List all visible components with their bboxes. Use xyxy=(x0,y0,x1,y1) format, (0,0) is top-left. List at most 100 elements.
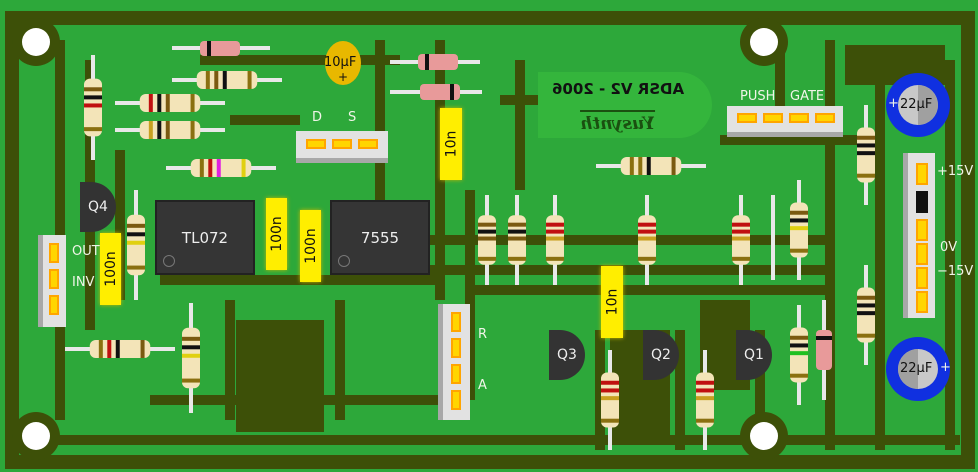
connector-push-gate xyxy=(727,106,843,137)
diode xyxy=(390,84,482,100)
resistor xyxy=(508,195,526,285)
resistor-band xyxy=(857,135,875,140)
resistor-band xyxy=(241,159,246,177)
mount-hole xyxy=(22,28,50,56)
resistor-band xyxy=(214,71,219,89)
resistor-band xyxy=(115,340,120,358)
resistor xyxy=(732,195,750,285)
mounting-holes xyxy=(12,18,788,460)
label-r: R xyxy=(478,327,488,342)
resistor-band xyxy=(165,121,170,139)
cap-10n: 10n xyxy=(440,108,462,180)
resistor-band xyxy=(646,157,651,175)
resistor-band xyxy=(508,236,526,241)
resistor xyxy=(857,105,875,205)
resistor-band xyxy=(546,229,564,234)
resistor xyxy=(115,121,225,139)
resistor-band xyxy=(601,380,619,385)
resistor-band xyxy=(696,418,714,423)
resistor-band xyxy=(222,71,227,89)
resistor-band xyxy=(638,222,656,227)
resistor-band xyxy=(732,229,750,234)
resistor-band xyxy=(732,256,750,261)
diode xyxy=(172,41,270,56)
resistor-band xyxy=(857,303,875,308)
resistor-band xyxy=(98,340,103,358)
connector-ra xyxy=(438,304,470,420)
resistor xyxy=(596,157,706,175)
resistor-band xyxy=(790,226,808,231)
resistor xyxy=(182,303,200,413)
connector-power xyxy=(903,153,935,318)
resistor-band xyxy=(638,229,656,234)
label-0v: 0V xyxy=(940,240,958,255)
resistor-band xyxy=(208,159,213,177)
resistor-band xyxy=(790,343,808,348)
resistor xyxy=(127,190,145,300)
resistor xyxy=(478,195,496,285)
resistor xyxy=(166,159,276,177)
mount-hole xyxy=(22,422,50,450)
resistor-band xyxy=(857,173,875,178)
resistor-band xyxy=(857,143,875,148)
resistor-band xyxy=(508,256,526,261)
resistor-band xyxy=(478,236,496,241)
resistor-band xyxy=(638,256,656,261)
resistor xyxy=(696,350,714,450)
resistor-band xyxy=(601,418,619,423)
connector-ds xyxy=(296,131,388,163)
tantalum-cap-label: 10µF xyxy=(324,55,357,70)
resistor-band xyxy=(857,311,875,316)
resistor-band xyxy=(127,240,145,245)
resistor-band xyxy=(478,222,496,227)
resistor xyxy=(790,305,808,405)
resistor-band xyxy=(165,94,170,112)
resistor-band xyxy=(182,378,200,383)
ic-label: TL072 xyxy=(181,228,229,247)
resistor-band xyxy=(199,159,204,177)
resistor-band xyxy=(508,222,526,227)
resistor xyxy=(65,340,175,358)
resistor xyxy=(638,195,656,285)
resistor-band xyxy=(247,71,252,89)
resistor-band xyxy=(638,236,656,241)
resistor-band xyxy=(182,353,200,358)
label-push: PUSH xyxy=(740,89,776,104)
resistor-band xyxy=(216,159,221,177)
elcap-label: 22µF xyxy=(900,97,933,112)
resistor-band xyxy=(696,380,714,385)
resistor-band xyxy=(546,222,564,227)
resistor-band xyxy=(790,373,808,378)
resistor xyxy=(790,180,808,280)
resistor xyxy=(857,265,875,365)
elcap-label: 22µF xyxy=(900,361,933,376)
title-plate xyxy=(538,72,712,138)
label-gate: GATE xyxy=(790,89,825,104)
elcap-22uf-bottom xyxy=(886,337,950,401)
label-d: D xyxy=(312,110,323,125)
resistor-band xyxy=(140,340,145,358)
resistor xyxy=(601,350,619,450)
board-title: ADSR V2 - 2006 xyxy=(552,80,685,98)
resistor-band xyxy=(190,94,195,112)
tantalum-cap xyxy=(325,41,361,85)
elcap-polarity: + xyxy=(888,96,899,111)
resistor-band xyxy=(857,333,875,338)
cap-100n: 100n xyxy=(266,198,287,270)
diode xyxy=(390,54,480,70)
resistor-band xyxy=(601,396,619,401)
ic-label: 7555 xyxy=(360,228,400,247)
label-minus-15v: −15V xyxy=(937,264,974,279)
label-s: S xyxy=(348,110,357,125)
resistor-band xyxy=(638,157,643,175)
resistor-band xyxy=(790,218,808,223)
resistor xyxy=(84,55,102,160)
label-plus-15v: +15V xyxy=(937,164,974,179)
resistor-band xyxy=(732,222,750,227)
cap-100n: 100n xyxy=(100,233,121,305)
resistor xyxy=(546,195,564,285)
resistor-band xyxy=(790,210,808,215)
elcap-polarity: + xyxy=(940,360,951,375)
resistor-band xyxy=(546,236,564,241)
